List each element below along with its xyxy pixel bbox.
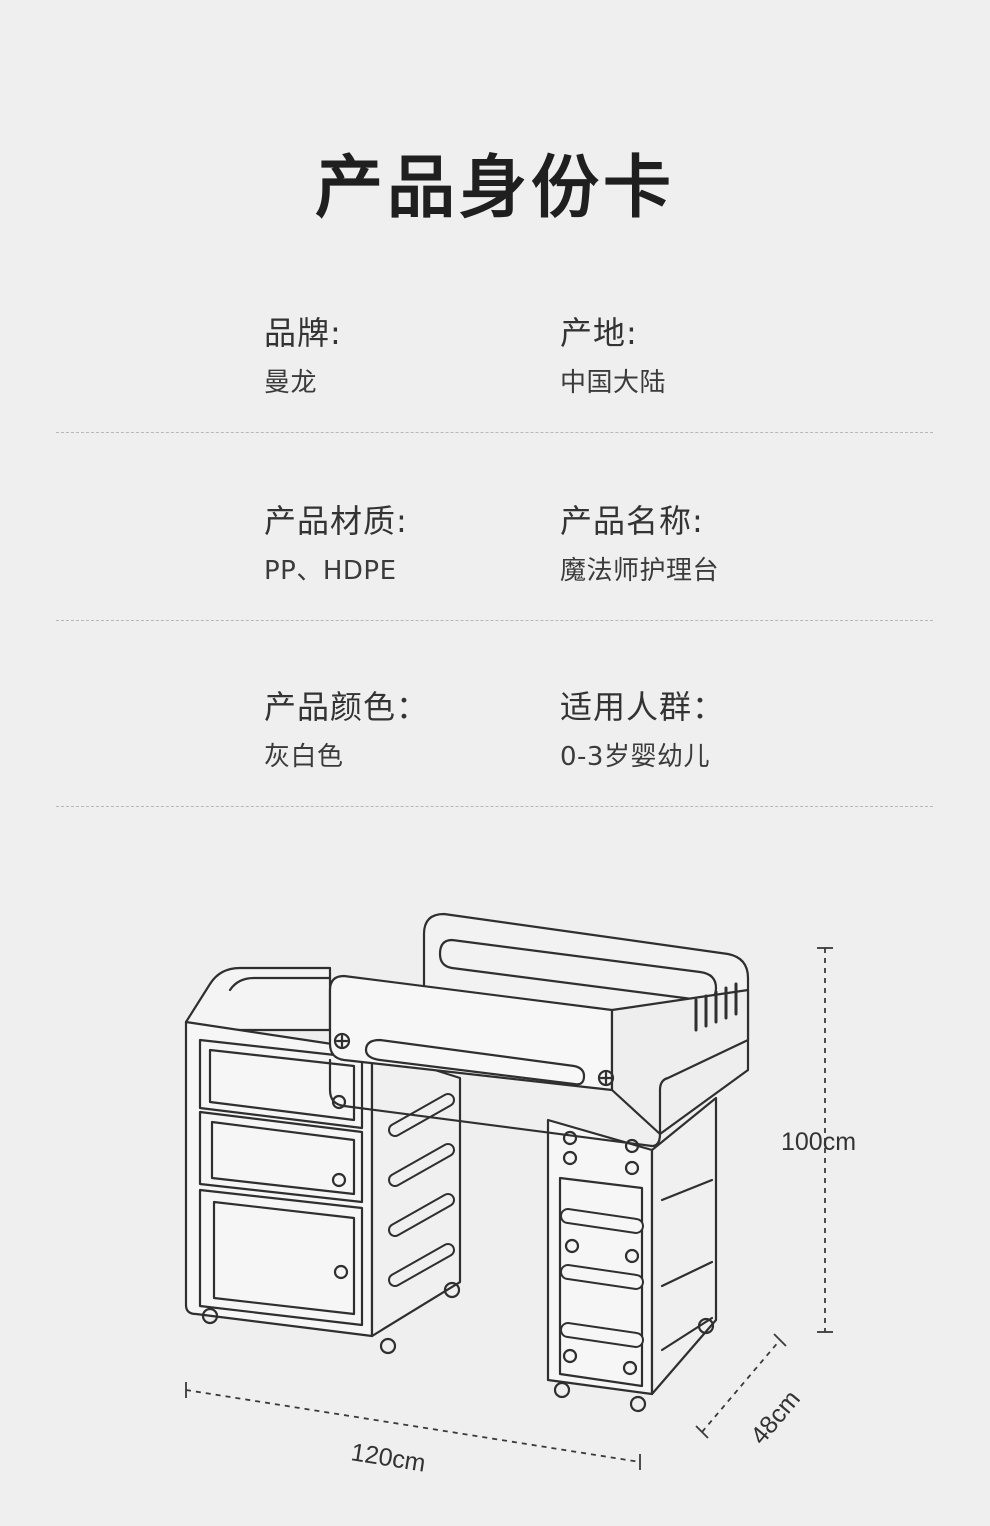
color-value: 灰白色 [264,742,344,772]
product-diagram: 100cm 120cm 48cm [184,912,856,1478]
divider [56,806,933,807]
material-label: 产品材质: [264,502,408,540]
color-label: 产品颜色： [264,688,430,726]
origin-value: 中国大陆 [560,368,667,398]
page-title: 产品身份卡 [314,149,675,228]
origin-label: 产地: [560,314,638,352]
depth-label: 48cm [745,1385,806,1450]
audience-label: 适用人群： [560,688,726,726]
ladder-unit [546,1096,718,1413]
height-label: 100cm [781,1128,856,1156]
depth-dimension-line [701,1339,781,1433]
brand-value: 曼龙 [264,368,318,398]
divider [56,432,933,433]
product-name-value: 魔法师护理台 [560,556,720,586]
audience-value: 0-3岁婴幼儿 [560,742,710,772]
divider [56,620,933,621]
width-dimension-line [185,1389,641,1463]
brand-label: 品牌: [264,314,342,352]
material-value: PP、HDPE [264,556,397,586]
width-label: 120cm [349,1438,428,1477]
drawer-cabinet [184,966,462,1355]
product-name-label: 产品名称: [560,502,704,540]
changing-top [328,912,750,1148]
